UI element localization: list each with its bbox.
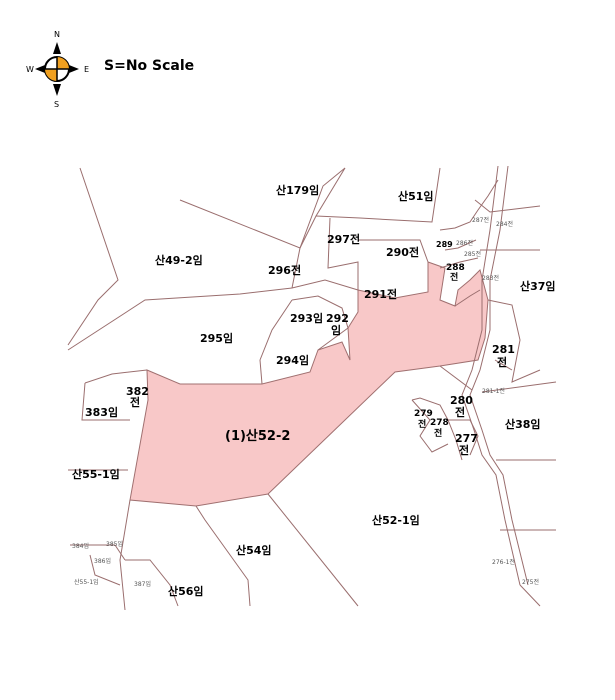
compass-south-label: S [54,100,60,109]
parcel-label-288b: 전 [450,271,458,283]
parcel-label-280b: 전 [455,405,465,419]
small-label-283: 283전 [482,274,499,282]
parcel-label-521: 산52-1임 [372,513,420,527]
main-parcel-label: (1)산52-2 [225,428,290,444]
small-label-2811: 281-1전 [482,387,505,395]
parcel-label-296: 296전 [268,263,301,277]
parcel-label-297: 297전 [327,232,360,246]
small-label-386: 386임 [94,557,111,565]
parcel-label-51: 산51임 [398,189,434,203]
small-label-284: 284전 [496,220,513,228]
parcel-label-382: 382 [126,385,149,398]
main-parcel-area[interactable] [129,261,489,507]
parcel-label-293: 293임 [290,312,323,325]
parcel-label-56: 산56임 [168,584,204,598]
compass-west-label: W [26,65,34,74]
parcel-label-278: 278 [430,418,449,428]
parcel-label-278b: 전 [434,427,442,439]
parcel-label-55: 산55-1임 [72,467,120,481]
parcel-label-281b: 전 [497,355,507,369]
parcel-label-38: 산38임 [505,417,541,431]
parcel-label-382b: 전 [130,395,140,409]
small-label-285: 285전 [464,250,481,258]
parcel-label-290: 290전 [386,245,419,259]
parcel-label-280: 280 [450,394,473,407]
parcel-label-54: 산54임 [236,543,272,557]
parcel-label-295: 295임 [200,332,233,345]
small-label-551: 산55-1임 [74,578,99,586]
small-label-275: 275전 [522,578,539,586]
small-label-384: 384임 [72,542,89,550]
small-label-287: 287전 [472,216,489,224]
compass-rose: N S W E [26,30,96,110]
parcel-label-37: 산37임 [520,279,556,293]
parcel-label-292b: 임 [331,324,341,337]
parcel-label-291: 291전 [364,287,397,301]
parcel-label-279: 279 [414,409,433,419]
parcel-label-49: 산49-2임 [155,253,203,267]
parcel-label-279b: 전 [418,418,426,430]
scale-label: S=No Scale [104,58,195,74]
compass-icon [35,42,79,96]
parcel-label-281: 281 [492,343,515,356]
parcel-label-292: 292 [326,312,349,325]
parcel-label-277: 277 [455,432,478,445]
compass-east-label: E [84,65,90,74]
parcel-label-294: 294임 [276,354,309,367]
parcel-label-383: 383임 [85,406,118,419]
parcel-label-288: 288 [446,263,465,273]
parcel-label-289: 289 [436,240,453,249]
small-label-2761: 276-1전 [492,558,515,566]
parcel-label-277b: 전 [459,443,469,457]
small-label-387: 387임 [134,580,151,588]
compass-north-label: N [54,30,60,39]
parcel-label-179: 산179임 [276,183,319,197]
small-label-286: 286전 [456,239,473,247]
small-label-385: 385임 [106,540,123,548]
